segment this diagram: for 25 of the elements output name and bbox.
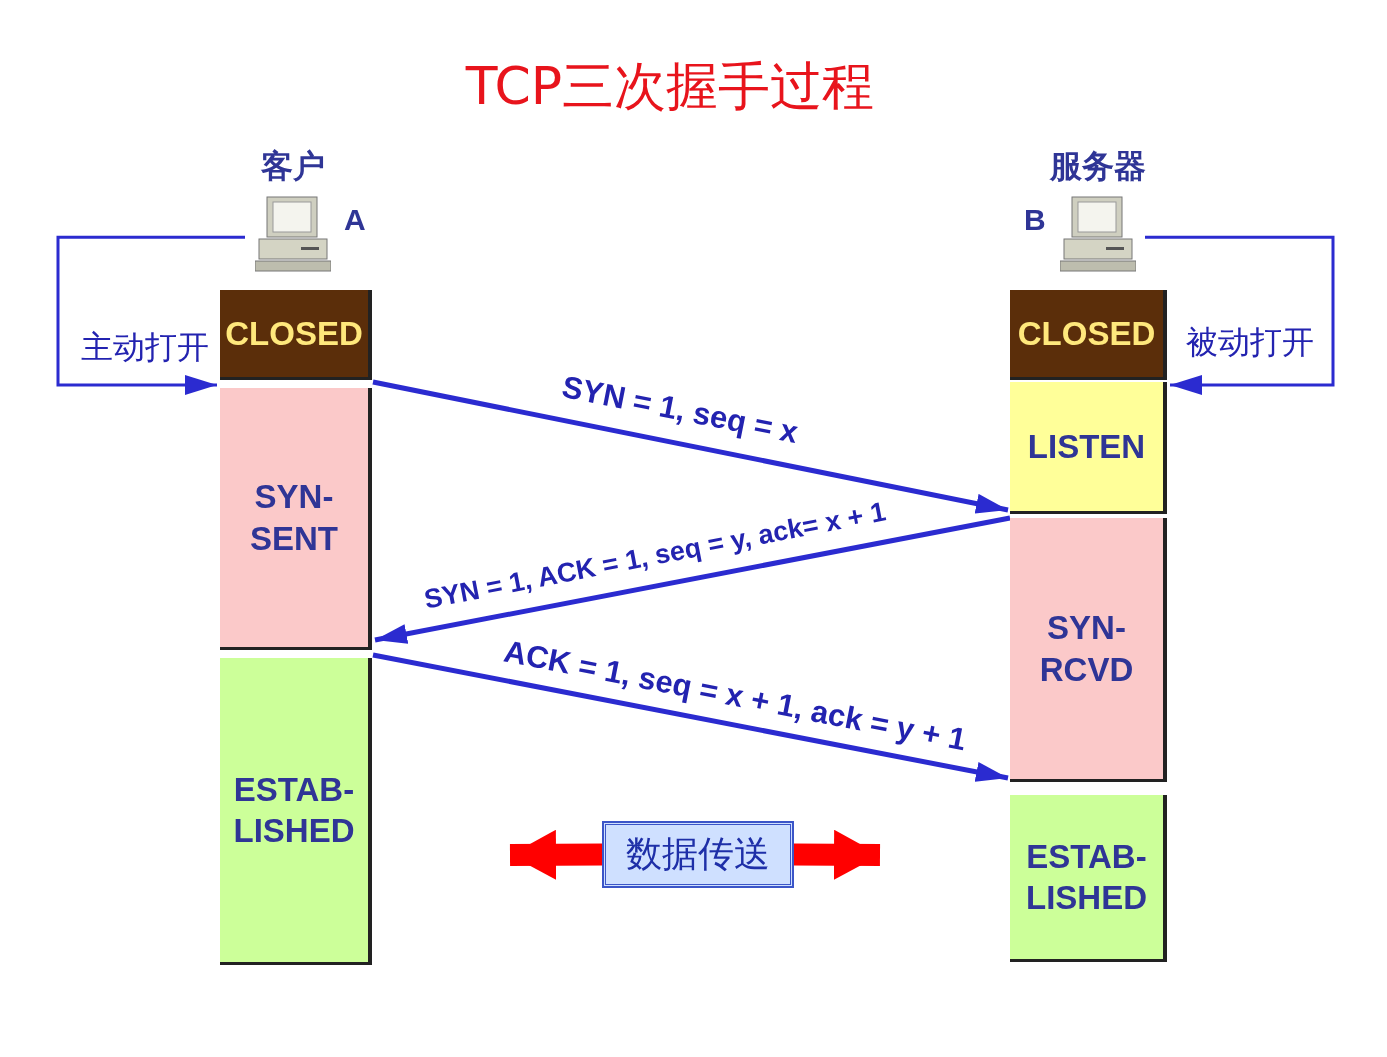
arrow — [792, 829, 881, 880]
title: TCP三次握手过程 — [464, 55, 876, 118]
data-transfer-box: 数据传送 — [603, 822, 793, 887]
state-box: CLOSED — [1010, 290, 1167, 380]
edge-label: 主动打开 — [81, 327, 209, 368]
computer-label: 服务器 — [1049, 146, 1146, 187]
state-box: LISTEN — [1010, 382, 1167, 514]
edge-label: 被动打开 — [1186, 322, 1314, 363]
edge-label: SYN = 1, seq = x — [559, 369, 801, 451]
state-box: CLOSED — [220, 290, 372, 380]
arrow — [56, 235, 245, 395]
arrow — [1145, 235, 1335, 395]
state-box: SYN- SENT — [220, 388, 372, 650]
node-letter: B — [1024, 203, 1046, 237]
arrow — [509, 829, 604, 880]
node-letter: A — [344, 203, 366, 237]
arrow — [372, 652, 1009, 782]
state-box: SYN- RCVD — [1010, 518, 1167, 782]
arrow — [372, 379, 1009, 514]
edge-label: ACK = 1, seq = x + 1, ack = y + 1 — [501, 633, 969, 759]
state-box: ESTAB- LISHED — [220, 658, 372, 965]
arrow — [374, 515, 1011, 644]
edge-label: SYN = 1, ACK = 1, seq = y, ack= x + 1 — [421, 496, 889, 616]
computer-label: 客户 — [260, 146, 325, 187]
state-box: ESTAB- LISHED — [1010, 795, 1167, 962]
